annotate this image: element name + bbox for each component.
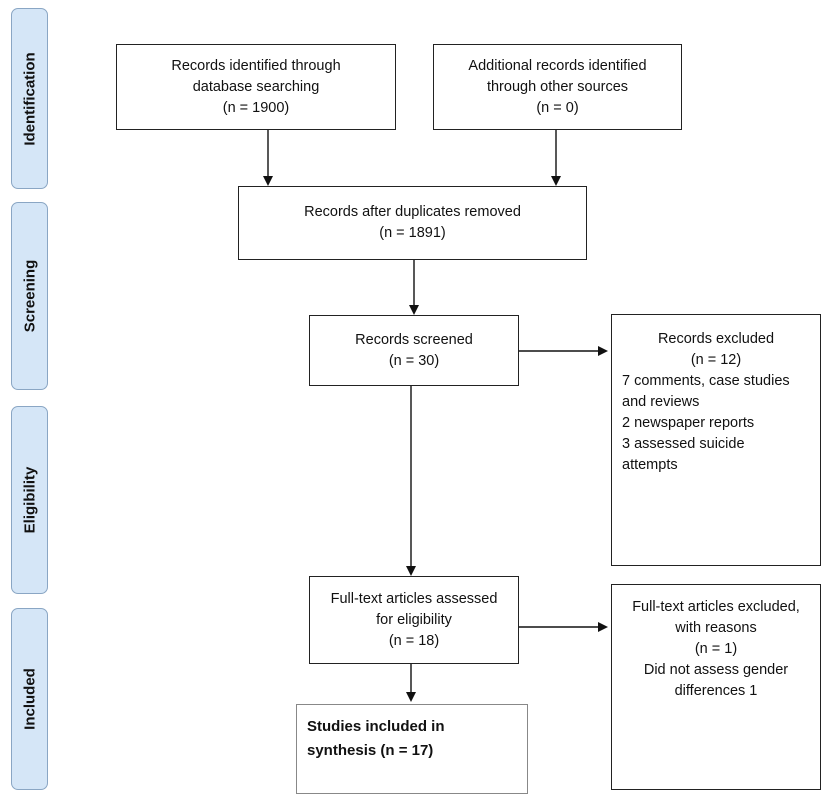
box-text-line: Full-text articles excluded, xyxy=(632,599,800,615)
box-count: (n = 1900) xyxy=(222,99,290,116)
box-records-excluded: Records excluded (n = 12) 7 comments, ca… xyxy=(611,314,821,566)
exclusion-reason: 7 comments, case studies xyxy=(622,373,790,389)
phase-identification: Identification xyxy=(11,8,48,189)
exclusion-reason: 3 assessed suicide xyxy=(622,436,745,452)
box-count: (n = 1) xyxy=(694,641,738,657)
exclusion-reason: attempts xyxy=(622,457,678,473)
box-text-line: synthesis (n = 17) xyxy=(307,742,434,759)
box-fulltext-assessed: Full-text articles assessed for eligibil… xyxy=(309,576,519,664)
box-text-line: with reasons xyxy=(675,620,757,636)
box-records-screened: Records screened (n = 30) xyxy=(309,315,519,386)
box-count: (n = 12) xyxy=(690,352,742,368)
exclusion-reason: differences 1 xyxy=(674,683,758,699)
box-text-line: Additional records identified xyxy=(468,57,647,74)
phase-included: Included xyxy=(11,608,48,790)
box-other-sources: Additional records identified through ot… xyxy=(433,44,682,130)
box-studies-included: Studies included in synthesis (n = 17) xyxy=(296,704,528,794)
box-text-line: Full-text articles assessed xyxy=(330,590,498,607)
box-count: (n = 1891) xyxy=(379,225,446,241)
phase-screening: Screening xyxy=(11,202,48,390)
box-text-line: through other sources xyxy=(486,78,629,95)
exclusion-reason: and reviews xyxy=(622,394,700,410)
box-count: (n = 18) xyxy=(388,632,440,649)
exclusion-reason: Did not assess gender xyxy=(643,662,789,678)
box-text-line: Studies included in xyxy=(307,718,445,735)
box-text-line: Records screened xyxy=(355,331,473,348)
box-text-line: Records after duplicates removed xyxy=(304,204,521,220)
box-text-line: database searching xyxy=(192,78,320,95)
box-database-records: Records identified through database sear… xyxy=(116,44,396,130)
box-count: (n = 30) xyxy=(388,352,440,369)
phase-eligibility: Eligibility xyxy=(11,406,48,594)
box-text-line: for eligibility xyxy=(376,611,452,628)
box-title: Records excluded xyxy=(657,331,775,347)
box-count: (n = 0) xyxy=(536,99,579,116)
box-text-line: Records identified through xyxy=(171,57,341,74)
box-fulltext-excluded: Full-text articles excluded, with reason… xyxy=(611,584,821,790)
exclusion-reason: 2 newspaper reports xyxy=(622,415,755,431)
box-after-duplicates: Records after duplicates removed (n = 18… xyxy=(238,186,587,260)
